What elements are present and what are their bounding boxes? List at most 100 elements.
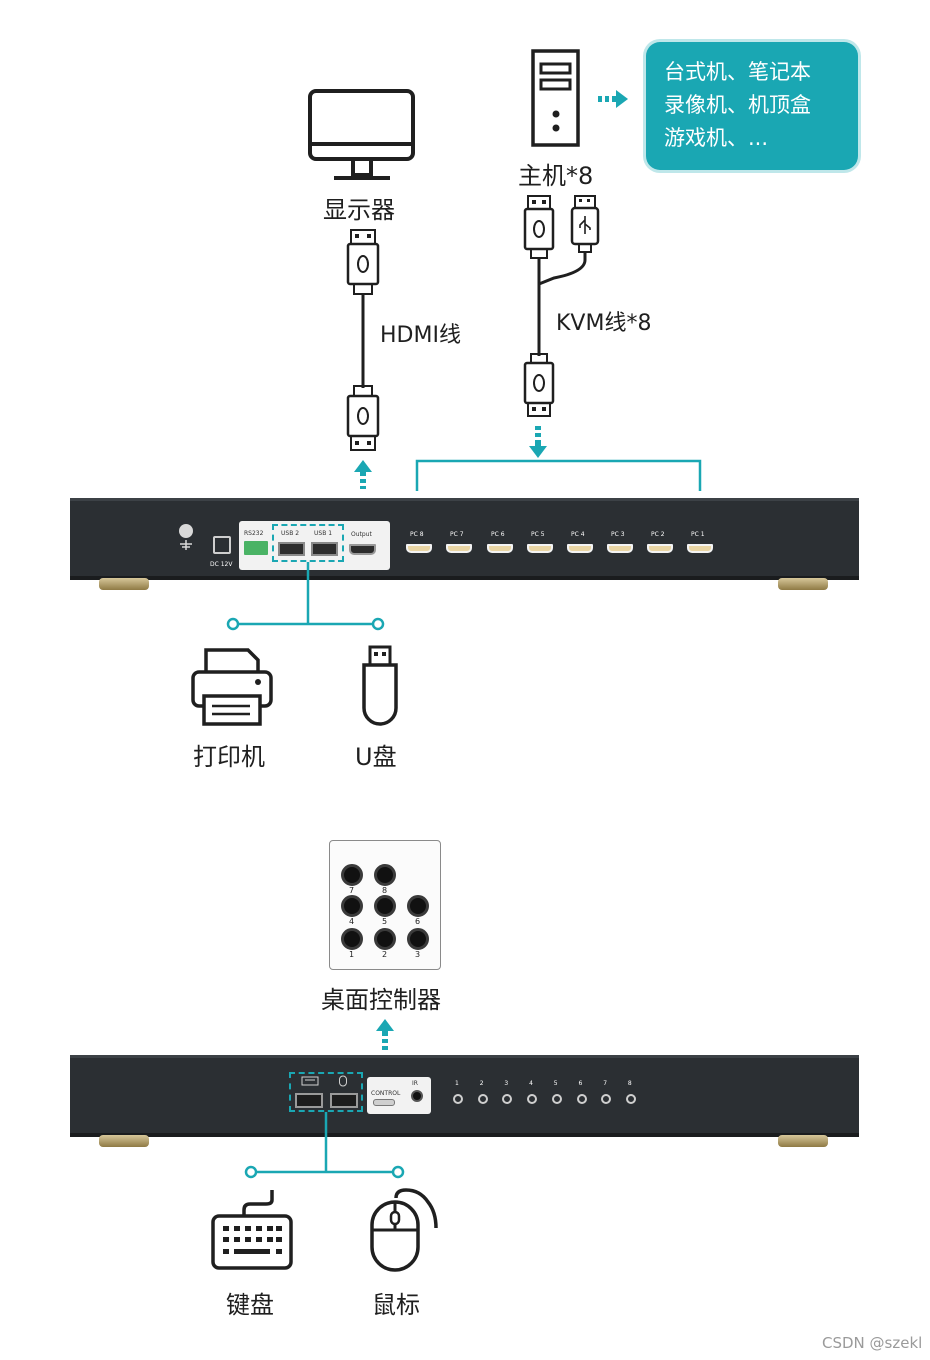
channel-number: 3 [504, 1080, 509, 1087]
arrow-up-icon [376, 1019, 394, 1050]
pc-hdmi-port[interactable] [406, 544, 432, 553]
monitor-icon [308, 89, 415, 180]
control-port[interactable] [373, 1099, 395, 1106]
channel-led [477, 1094, 488, 1104]
controller-key-number: 1 [349, 950, 355, 959]
keyboard-port-icon [301, 1076, 319, 1086]
mouse-icon [370, 1188, 438, 1272]
arrow-down-icon [529, 426, 547, 458]
usb-connector-lines [226, 562, 385, 631]
pc-hdmi-port[interactable] [687, 544, 713, 553]
controller-key-number: 2 [382, 950, 388, 959]
ground-screw-icon [179, 524, 193, 550]
channel-number: 1 [455, 1080, 459, 1087]
channel-led [502, 1094, 513, 1104]
hid-ports-highlight [289, 1072, 363, 1112]
pc-hdmi-port[interactable] [647, 544, 673, 553]
monitor-label: 显示器 [323, 196, 395, 224]
channel-number: 6 [578, 1080, 583, 1087]
pc-port-label: PC 1 [691, 531, 705, 538]
desktop-controller-label: 桌面控制器 [321, 986, 441, 1014]
channel-number: 8 [627, 1080, 632, 1087]
controller-key-number: 4 [349, 917, 355, 926]
callout-line-3: 游戏机、... [664, 126, 769, 150]
usb1-label: USB 1 [314, 530, 333, 537]
usb-port-1[interactable] [311, 542, 338, 556]
usb-port-2[interactable] [278, 542, 305, 556]
controller-key[interactable] [407, 928, 429, 950]
pc-hdmi-port[interactable] [487, 544, 513, 553]
printer-icon [191, 648, 273, 726]
dc-jack [213, 536, 231, 554]
channel-number: 5 [553, 1080, 558, 1087]
controller-key[interactable] [374, 895, 396, 917]
ir-label: IR [412, 1080, 418, 1087]
device-foot-right [778, 1135, 828, 1147]
usb-drive-label: U盘 [355, 743, 397, 771]
pc-port-label: PC 5 [531, 531, 545, 538]
kvm-cable-icon [523, 195, 600, 417]
kvm-switch-front-panel [70, 1055, 859, 1137]
pc-port-label: PC 4 [571, 531, 585, 538]
output-label: Output [351, 531, 372, 538]
controller-key-number: 8 [382, 886, 388, 895]
keyboard-usb-port[interactable] [295, 1093, 323, 1108]
watermark: CSDN @szekl [822, 1334, 923, 1352]
host-label: 主机*8 [518, 162, 594, 190]
controller-key-number: 6 [415, 917, 421, 926]
pc-ports-bracket [415, 459, 702, 491]
controller-key-number: 3 [415, 950, 421, 959]
device-foot-left [99, 578, 149, 590]
pc-hdmi-port[interactable] [527, 544, 553, 553]
channel-number: 2 [479, 1080, 484, 1087]
device-foot-right [778, 578, 828, 590]
channel-number: 4 [529, 1080, 533, 1087]
mouse-usb-port[interactable] [330, 1093, 358, 1108]
usb-ports-highlight [272, 524, 344, 562]
output-hdmi-port[interactable] [349, 544, 376, 555]
controller-key[interactable] [374, 864, 396, 886]
pc-tower-icon [531, 49, 580, 147]
printer-label: 打印机 [193, 743, 265, 771]
keyboard-label: 键盘 [226, 1291, 274, 1319]
pc-port-label: PC 2 [651, 531, 665, 538]
mouse-port-icon [339, 1075, 347, 1087]
controller-key[interactable] [341, 928, 363, 950]
kvm-cable-label: KVM线*8 [556, 311, 652, 336]
controller-key[interactable] [407, 895, 429, 917]
callout-line-1: 台式机、笔记本 [664, 60, 811, 84]
controller-key[interactable] [374, 928, 396, 950]
pc-hdmi-port[interactable] [567, 544, 593, 553]
device-foot-left [99, 1135, 149, 1147]
pc-hdmi-port[interactable] [446, 544, 472, 553]
channel-number: 7 [603, 1080, 608, 1087]
dc-label: DC 12V [210, 561, 233, 568]
hid-connector-lines [244, 1112, 405, 1179]
pc-port-label: PC 6 [491, 531, 505, 538]
pc-port-label: PC 8 [410, 531, 424, 538]
channel-led [625, 1094, 636, 1104]
kvm-switch-rear-panel [70, 498, 859, 580]
keyboard-icon [211, 1190, 293, 1270]
hdmi-cable-label: HDMI线 [380, 323, 461, 348]
controller-key[interactable] [341, 895, 363, 917]
mouse-label: 鼠标 [372, 1291, 420, 1319]
control-label: CONTROL [371, 1090, 401, 1097]
device-types-callout: 台式机、笔记本 录像机、机顶盒 游戏机、... [646, 42, 858, 170]
channel-led [453, 1094, 463, 1104]
channel-led [601, 1094, 612, 1104]
pc-hdmi-port[interactable] [607, 544, 633, 553]
usb2-label: USB 2 [281, 530, 300, 537]
controller-key-number: 7 [349, 886, 355, 895]
usb-drive-icon [362, 645, 398, 726]
callout-line-2: 录像机、机顶盒 [664, 93, 811, 117]
channel-led [527, 1094, 538, 1104]
channel-led [551, 1094, 562, 1104]
arrow-up-icon [354, 460, 372, 489]
ir-port[interactable] [411, 1090, 423, 1102]
rs232-terminal[interactable] [244, 541, 268, 555]
rs232-label: RS232 [244, 530, 264, 537]
controller-key[interactable] [341, 864, 363, 886]
pc-port-label: PC 3 [611, 531, 625, 538]
channel-led [576, 1094, 587, 1104]
